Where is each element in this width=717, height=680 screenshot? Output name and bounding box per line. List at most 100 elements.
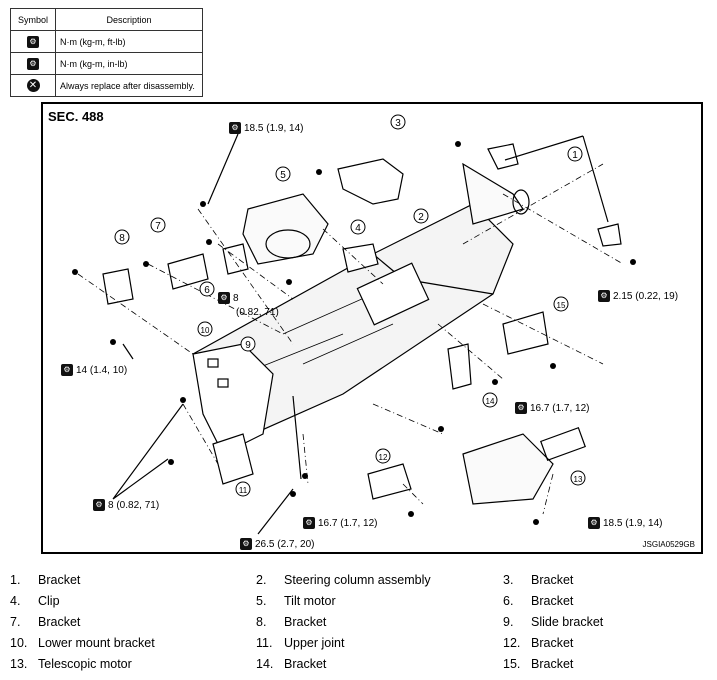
parts-row-3: 7.Bracket 8.Bracket 9.Slide bracket xyxy=(0,615,717,635)
part-number: 1. xyxy=(10,573,21,587)
part-number: 13. xyxy=(10,657,28,671)
bolt-10 xyxy=(180,397,186,403)
part-number: 14. xyxy=(256,657,274,671)
torque-label-6: ⚙8 (0.82, 71) xyxy=(93,499,159,511)
torque-value-1: 18.5 (1.9, 14) xyxy=(244,122,304,134)
part-number: 2. xyxy=(256,573,267,587)
upper-joint-shape xyxy=(212,433,254,485)
always-replace-icon: ✕ xyxy=(26,79,40,92)
bracket-3-shape xyxy=(337,158,404,205)
part-number: 8. xyxy=(256,615,267,629)
callout-11-text: 11 xyxy=(239,486,248,495)
part-name: Bracket xyxy=(284,657,327,671)
torque-label-3: ⚙2.15 (0.22, 19) xyxy=(598,290,678,302)
callout-15-text: 15 xyxy=(557,301,566,310)
bolt-4 xyxy=(630,259,636,265)
bracket-15-shape xyxy=(502,311,549,355)
bolt-14 xyxy=(408,511,414,517)
bolt-2 xyxy=(455,141,461,147)
callout-10-text: 10 xyxy=(201,326,210,335)
parts-row-2: 4.Clip 5.Tilt motor 6.Bracket xyxy=(0,594,717,614)
torque-label-8: ⚙18.5 (1.9, 14) xyxy=(588,517,662,529)
bolt-17 xyxy=(438,426,444,432)
torque-wrench-icon: ⚙ xyxy=(303,517,315,529)
legend-desc-1: N·m (kg-m, ft-lb) xyxy=(55,30,203,53)
callout-4: 4 xyxy=(350,219,366,235)
telescopic-motor-shape xyxy=(462,433,554,505)
callout-15: 15 xyxy=(553,296,569,312)
torque-wrench-inlb-icon: ⚙ xyxy=(218,292,230,304)
torque-label-2: ⚙8 xyxy=(218,292,239,304)
bolt-16 xyxy=(550,363,556,369)
bracket-12-shape xyxy=(367,463,412,500)
bolt-5 xyxy=(72,269,78,275)
callout-14: 14 xyxy=(482,392,498,408)
torque-label-1: ⚙18.5 (1.9, 14) xyxy=(229,122,303,134)
part-name: Bracket xyxy=(531,657,574,671)
bolt-3 xyxy=(316,169,322,175)
bolt-13 xyxy=(290,491,296,497)
torque-wrench-inlb-icon: ⚙ xyxy=(598,290,610,302)
tilt-motor-shape xyxy=(242,193,329,265)
part-name: Bracket xyxy=(38,573,81,587)
symbol-legend-table: Symbol Description ⚙ N·m (kg-m, ft-lb) ⚙… xyxy=(10,8,203,97)
part-name: Lower mount bracket xyxy=(38,636,155,650)
bolt-6 xyxy=(143,261,149,267)
bracket-8-shape xyxy=(102,268,134,305)
torque-value-8: 18.5 (1.9, 14) xyxy=(603,517,663,529)
exploded-view-drawing: 1 2 3 4 5 6 7 8 9 10 11 12 13 14 15 xyxy=(72,114,636,535)
part-name: Tilt motor xyxy=(284,594,336,608)
bolt-1 xyxy=(200,201,206,207)
callout-11: 11 xyxy=(235,481,251,497)
legend-header-description: Description xyxy=(55,8,203,31)
bracket-14-shape xyxy=(447,343,472,390)
callout-13: 13 xyxy=(570,470,586,486)
callout-7: 7 xyxy=(150,217,166,233)
part-number: 10. xyxy=(10,636,28,650)
callout-12: 12 xyxy=(375,448,391,464)
bracket-1-shape xyxy=(487,143,622,247)
bolt-8 xyxy=(286,279,292,285)
part-number: 3. xyxy=(503,573,514,587)
part-name: Telescopic motor xyxy=(38,657,132,671)
torque-label-2b: (0.82, 71) xyxy=(236,307,279,318)
bolt-11 xyxy=(168,459,174,465)
clip-shape xyxy=(342,243,379,273)
parts-row-4: 10.Lower mount bracket 11.Upper joint 12… xyxy=(0,636,717,656)
bolt-9 xyxy=(110,339,116,345)
callout-14-text: 14 xyxy=(486,397,495,406)
callout-5-text: 5 xyxy=(280,170,286,181)
bolt-15 xyxy=(492,379,498,385)
callout-8-text: 8 xyxy=(119,233,125,244)
part-number: 9. xyxy=(503,615,514,629)
torque-value-5: 16.7 (1.7, 12) xyxy=(530,402,590,414)
callout-5: 5 xyxy=(275,166,291,182)
bracket-7-shape xyxy=(167,253,209,290)
parts-row-5: 13. Telescopic motor 14. Bracket 15. Bracke… xyxy=(0,657,717,677)
part-name: Slide bracket xyxy=(531,615,604,629)
torque-value-9: 26.5 (2.7, 20) xyxy=(255,538,315,550)
callout-13-text: 13 xyxy=(574,475,583,484)
callout-12-text: 12 xyxy=(379,453,388,462)
part-number: 6. xyxy=(503,594,514,608)
callout-3: 3 xyxy=(390,114,406,130)
exploded-diagram: 1 2 3 4 5 6 7 8 9 10 11 12 13 14 15 SEC.… xyxy=(41,102,703,554)
torque-value-2b: (0.82, 71) xyxy=(236,307,279,318)
part-number: 5. xyxy=(256,594,267,608)
part-number: 15. xyxy=(503,657,521,671)
torque-label-4: ⚙14 (1.4, 10) xyxy=(61,364,127,376)
part-number: 7. xyxy=(10,615,21,629)
callout-3-text: 3 xyxy=(395,118,401,129)
torque-value-3: 2.15 (0.22, 19) xyxy=(613,290,679,302)
callout-2: 2 xyxy=(413,208,429,224)
callout-4-text: 4 xyxy=(355,223,361,234)
callout-7-text: 7 xyxy=(155,221,161,232)
part-name: Steering column assembly xyxy=(284,573,431,587)
part-name: Bracket xyxy=(531,573,574,587)
callout-10: 10 xyxy=(197,321,213,337)
part-name: Bracket xyxy=(284,615,327,629)
callout-9-text: 9 xyxy=(245,340,251,351)
section-label: SEC. 488 xyxy=(48,109,104,124)
bolt-18 xyxy=(533,519,539,525)
bolt-7 xyxy=(206,239,212,245)
